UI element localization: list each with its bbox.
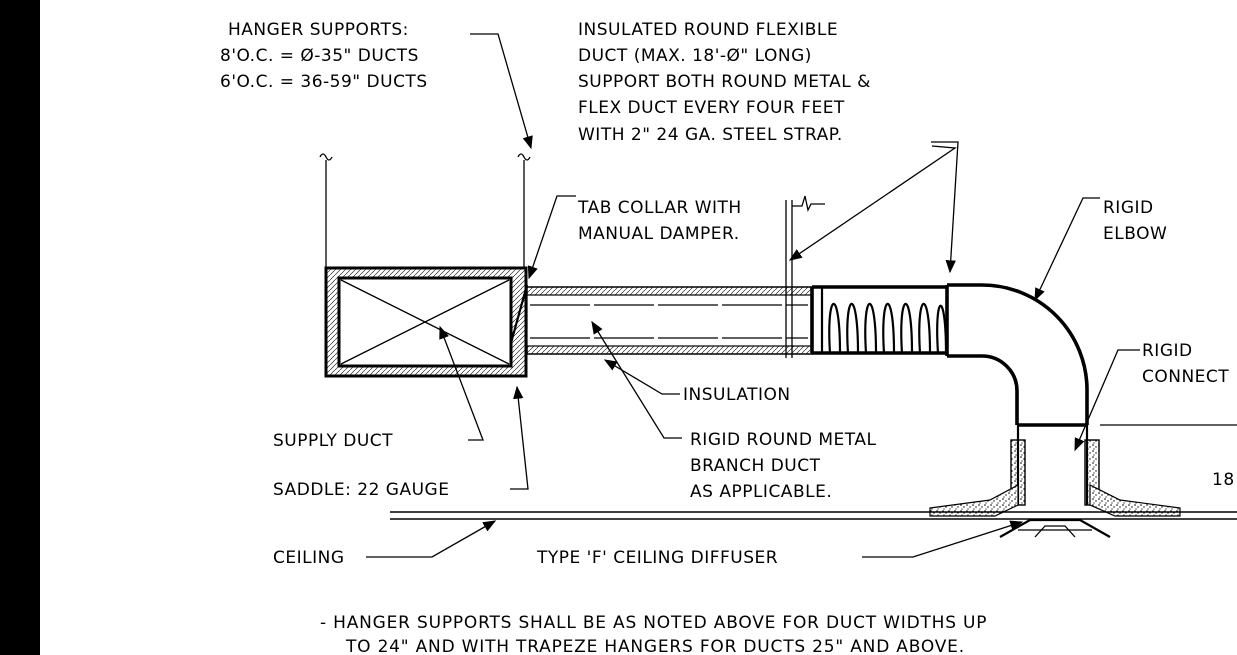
label-hanger-supports: HANGER SUPPORTS: (228, 20, 409, 40)
ceiling-line (390, 511, 1237, 520)
label-rigid-connector-1: RIGID (1142, 341, 1193, 361)
diffuser-insulation (929, 483, 1181, 517)
branch-duct (526, 286, 813, 355)
supply-duct (324, 266, 528, 378)
label-manual-damper: MANUAL DAMPER. (578, 224, 740, 244)
label-hanger-line1: 8'O.C. = Ø-35" DUCTS (220, 46, 419, 66)
steel-strap (785, 195, 825, 358)
note-line-2: TO 24" AND WITH TRAPEZE HANGERS FOR DUCT… (345, 637, 965, 655)
label-flex-line3: SUPPORT BOTH ROUND METAL & (578, 72, 871, 92)
label-hanger-line2: 6'O.C. = 36-59" DUCTS (220, 72, 428, 92)
rigid-connector (1010, 423, 1100, 506)
label-branch-1: RIGID ROUND METAL (690, 430, 876, 450)
label-diffuser: TYPE 'F' CEILING DIFFUSER (536, 548, 778, 568)
leader-lines (366, 33, 1140, 558)
label-flex-line1: INSULATED ROUND FLEXIBLE (578, 20, 838, 40)
rigid-elbow (945, 283, 1089, 425)
label-branch-2: BRANCH DUCT (690, 456, 821, 476)
label-rigid-connector-2: CONNECT (1142, 367, 1229, 387)
hanger-rods (319, 153, 531, 270)
label-dimension-18: 18 (1212, 470, 1235, 490)
label-insulation: INSULATION (683, 385, 791, 405)
flex-duct (810, 285, 948, 355)
ceiling-diffuser (999, 518, 1111, 538)
label-saddle: SADDLE: 22 GAUGE (273, 480, 449, 500)
label-ceiling: CEILING (273, 548, 345, 568)
label-flex-line4: FLEX DUCT EVERY FOUR FEET (578, 98, 845, 118)
sheet-border (0, 0, 40, 655)
label-rigid-elbow-1: RIGID (1103, 198, 1154, 218)
label-tab-collar: TAB COLLAR WITH (577, 198, 742, 218)
label-rigid-elbow-2: ELBOW (1103, 224, 1167, 244)
label-flex-line2: DUCT (MAX. 18'-Ø" LONG) (578, 46, 812, 66)
label-supply-duct: SUPPLY DUCT (273, 431, 393, 451)
note-line-1: - HANGER SUPPORTS SHALL BE AS NOTED ABOV… (320, 613, 987, 633)
label-flex-line5: WITH 2" 24 GA. STEEL STRAP. (578, 125, 843, 145)
label-branch-3: AS APPLICABLE. (690, 482, 832, 502)
